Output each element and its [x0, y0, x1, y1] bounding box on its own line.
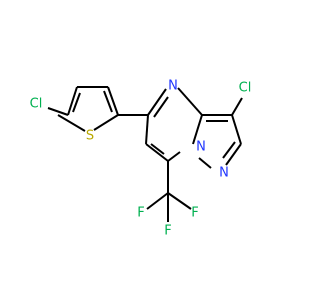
atom-f-left: F [137, 206, 144, 221]
bond-c7-c6-inner [150, 143, 165, 155]
bond-n4-c3a [177, 87, 203, 116]
bond-c7-c6 [145, 143, 169, 162]
bond-c2pz-n1 [225, 143, 242, 166]
bond-c3-c2pz [231, 114, 242, 145]
bond-s-c2 [93, 114, 119, 131]
bond-c3-cl [231, 97, 243, 116]
molecule-structure: Cl S N Cl N N F F F [30, 79, 252, 239]
atom-n-bridge: N [196, 140, 206, 155]
atom-labels: Cl S N Cl N N F F F [30, 79, 252, 239]
bond-c2-c3 [107, 86, 119, 116]
bond-c5p-n4-inner [153, 96, 169, 118]
atom-f-bottom: F [164, 224, 171, 239]
atom-cl-pyrazole: Cl [239, 81, 252, 96]
bond-cf3-f-left [146, 192, 169, 210]
bond-n7a-c7 [167, 151, 181, 162]
atom-s-thiophene: S [86, 129, 94, 144]
bond-c4-c5-inner [72, 92, 81, 113]
bond-c5-cl [47, 107, 69, 116]
atom-n-pyrazole: N [219, 166, 229, 181]
bond-c6-c5p [145, 114, 149, 145]
bonds [47, 86, 243, 222]
bond-c2pz-n1-inner [222, 141, 236, 159]
bond-c2-c3-inner [103, 90, 113, 113]
atom-cl-thiophene: Cl [30, 97, 43, 112]
bond-c3a-n7a [192, 114, 203, 145]
bond-c5p-n4 [147, 88, 167, 116]
bond-c4-c5 [67, 86, 78, 116]
bond-n1-n7a [198, 157, 212, 169]
bond-c5-s [57, 114, 86, 132]
bond-cf3-f-right [167, 192, 192, 210]
atom-n-pyrimidine: N [168, 79, 178, 94]
atom-f-right: F [191, 206, 198, 221]
